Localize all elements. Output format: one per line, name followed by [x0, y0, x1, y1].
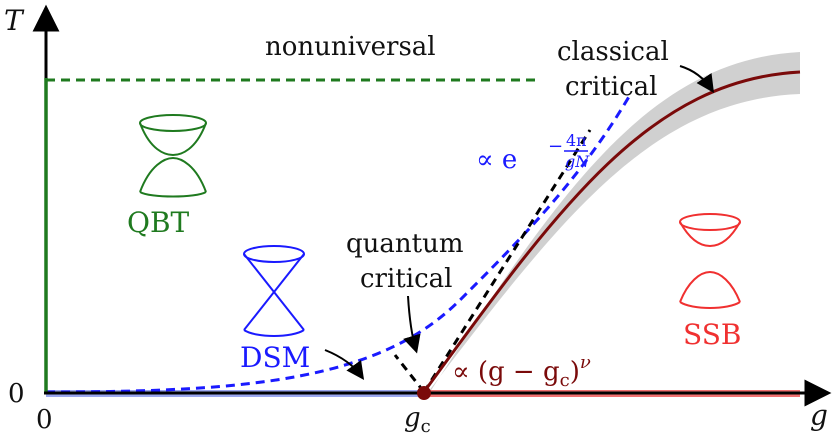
exp-scaling-minus: − [548, 136, 563, 157]
quadratic-band-touching-icon [139, 114, 207, 198]
y-tick-zero: 0 [8, 379, 25, 409]
dirac-cone-icon [243, 245, 305, 337]
y-axis-label: T [4, 4, 25, 37]
quantum-label-line1: quantum [346, 229, 463, 259]
x-tick-zero: 0 [36, 405, 53, 435]
power-law-formula: ∝ (g − gc)ν [452, 352, 591, 391]
quantum-label-line2: critical [360, 264, 452, 294]
ssb-label: SSB [683, 318, 741, 351]
exp-scaling-formula: ∝ e [476, 145, 517, 175]
x-axis-label: g [810, 399, 828, 432]
quantum-pointer-arrow [403, 295, 421, 354]
classical-label-line1: classical [557, 37, 669, 67]
nonuniversal-label: nonuniversal [265, 32, 436, 62]
classical-label-line2: critical [565, 72, 657, 102]
quantum-critical-crossover-left [393, 354, 426, 393]
quantum-critical-point [417, 386, 431, 400]
classical-critical-line [422, 70, 801, 393]
dsm-pointer-arrow [324, 349, 365, 380]
exp-scaling-denominator: gN [565, 152, 590, 171]
quantum-critical-crossover-right [422, 129, 592, 393]
dsm-label: DSM [240, 341, 310, 374]
exp-scaling-numerator: 4π [566, 131, 587, 150]
gapped-bands-icon [679, 213, 741, 309]
exponential-crossover-curve [45, 94, 632, 394]
classical-critical-band [425, 52, 800, 396]
critical-coupling-label: gc [404, 403, 431, 435]
classical-pointer-arrow [679, 65, 714, 93]
qbt-label: QBT [127, 206, 190, 239]
